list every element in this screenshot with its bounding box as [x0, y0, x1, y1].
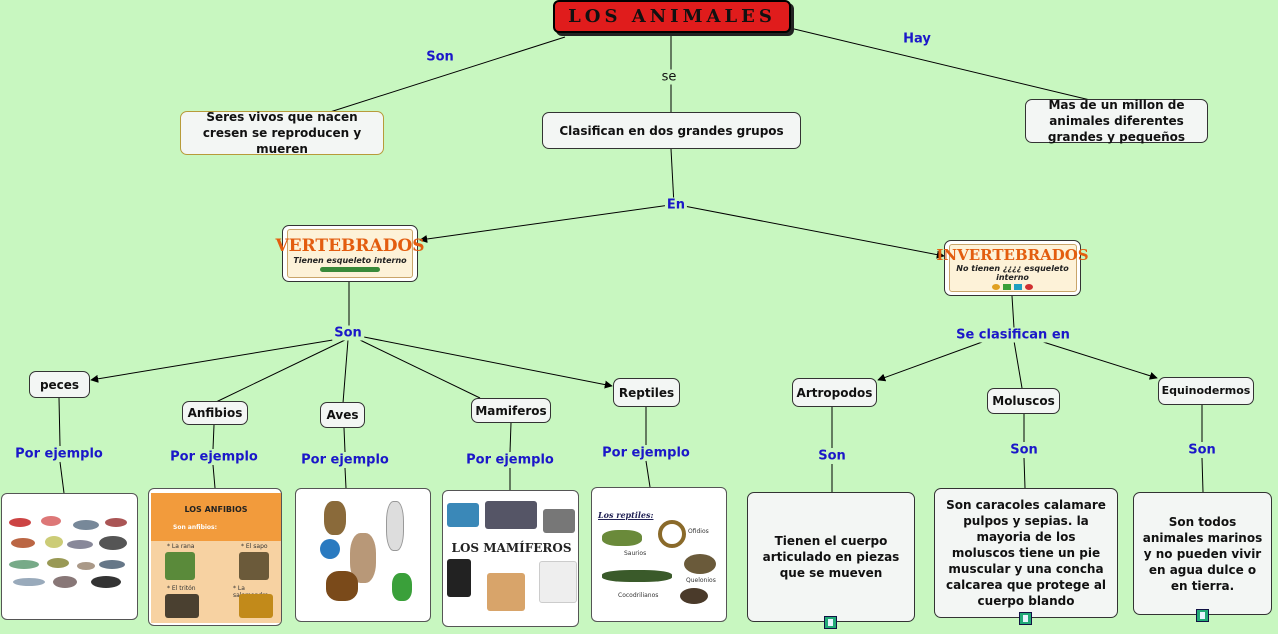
- link-label-son-moluscos: Son: [1008, 442, 1040, 458]
- reptiles-item-saurios: Saurios: [624, 550, 647, 557]
- node-artropodos-desc-text: Tienen el cuerpo articulado en piezas qu…: [762, 534, 900, 580]
- cow-icon: [485, 501, 537, 529]
- link-label-se-clasifican: Se clasifican en: [954, 327, 1072, 343]
- link-label-son-vertebrados: Son: [332, 325, 364, 341]
- bat-icon: [447, 559, 471, 597]
- link-label-por-ejemplo-anfibios: Por ejemplo: [168, 449, 260, 465]
- node-peces-text: peces: [39, 377, 80, 392]
- reptiles-image[interactable]: Los reptiles: Saurios Ofidios Quelonios …: [591, 487, 727, 622]
- invertebrados-subtitle: No tienen ¿¿¿¿ esqueleto interno: [956, 264, 1069, 282]
- snake-icon: [658, 520, 686, 548]
- film-icon-moluscos[interactable]: [1019, 612, 1032, 625]
- toad-icon: [239, 552, 269, 580]
- node-vertebrados[interactable]: VERTEBRADOS Tienen esqueleto interno: [275, 225, 425, 282]
- node-aves-text: Aves: [326, 408, 359, 422]
- aves-image[interactable]: [295, 488, 431, 622]
- reptiles-image-title: Los reptiles:: [598, 510, 654, 520]
- tortoise-icon: [680, 588, 708, 604]
- crocodile-icon: [320, 266, 380, 272]
- kingfisher-icon: [320, 539, 340, 559]
- node-seres-vivos[interactable]: Seres vivos que nacen cresen se reproduc…: [180, 110, 384, 156]
- link-label-por-ejemplo-aves: Por ejemplo: [299, 452, 391, 468]
- node-equinodermos-desc-text: Son todos animales marinos y no pueden v…: [1142, 514, 1263, 593]
- stork-icon: [386, 501, 404, 551]
- film-icon-equinodermos[interactable]: [1196, 609, 1209, 622]
- parrot-icon: [392, 573, 412, 601]
- node-moluscos-desc[interactable]: Son caracoles calamare pulpos y sepias. …: [934, 488, 1118, 618]
- newt-icon: [165, 594, 199, 618]
- salamander-icon: [239, 594, 273, 618]
- node-peces[interactable]: peces: [29, 371, 90, 398]
- node-mamiferos[interactable]: Mamiferos: [471, 398, 551, 423]
- bird-icon: [324, 501, 346, 535]
- node-artropodos-desc[interactable]: Tienen el cuerpo articulado en piezas qu…: [747, 492, 915, 622]
- anfibios-image-title: LOS ANFIBIOS: [184, 505, 248, 514]
- node-moluscos-desc-text: Son caracoles calamare pulpos y sepias. …: [945, 498, 1107, 608]
- bee-icon: [992, 284, 1000, 290]
- node-seres-vivos-text: Seres vivos que nacen cresen se reproduc…: [202, 110, 362, 156]
- node-equinodermos[interactable]: Equinodermos: [1158, 377, 1254, 405]
- reptiles-item-ofidios: Ofidios: [688, 528, 709, 535]
- link-label-son-equinodermos: Son: [1186, 442, 1218, 458]
- invertebrados-image: INVERTEBRADOS No tienen ¿¿¿¿ esqueleto i…: [936, 244, 1089, 292]
- node-clasifican[interactable]: Clasifican en dos grandes grupos: [542, 112, 801, 149]
- vertebrados-image: VERTEBRADOS Tienen esqueleto interno: [275, 229, 425, 278]
- film-icon-artropodos[interactable]: [824, 616, 837, 629]
- crab-icon: [1025, 284, 1033, 290]
- node-aves[interactable]: Aves: [320, 402, 365, 428]
- anfibios-item-triton: * El tritón: [167, 585, 196, 592]
- reptiles-item-cocodrilianos: Cocodrilianos: [618, 592, 659, 599]
- mamiferos-image[interactable]: LOS MAMÍFEROS: [442, 490, 579, 627]
- rabbit-icon: [487, 573, 525, 611]
- node-moluscos[interactable]: Moluscos: [987, 388, 1060, 414]
- link-label-por-ejemplo-mamiferos: Por ejemplo: [464, 452, 556, 468]
- link-label-por-ejemplo-reptiles: Por ejemplo: [600, 445, 692, 461]
- polar-bear-icon: [539, 561, 577, 603]
- eagle-icon: [326, 571, 358, 601]
- link-label-en: En: [664, 197, 688, 213]
- link-label-son-artropodos: Son: [816, 448, 848, 464]
- starfish-icon: [1014, 284, 1022, 290]
- node-equinodermos-desc[interactable]: Son todos animales marinos y no pueden v…: [1133, 492, 1272, 615]
- zebra-icon: [543, 509, 575, 533]
- anfibios-item-rana: * La rana: [167, 543, 195, 550]
- vertebrados-title: VERTEBRADOS: [275, 235, 425, 256]
- node-millon[interactable]: Mas de un millon de animales diferentes …: [1025, 98, 1208, 144]
- anfibios-item-sapo: * El sapo: [241, 543, 268, 550]
- anfibios-image-sub: Son anfibios:: [173, 524, 218, 531]
- link-label-hay: Hay: [901, 31, 933, 47]
- node-anfibios[interactable]: Anfibios: [182, 401, 248, 425]
- node-anfibios-text: Anfibios: [187, 406, 243, 420]
- frog-icon: [165, 552, 195, 580]
- reptiles-item-quelonios: Quelonios: [686, 577, 716, 584]
- insect-icon: [1003, 284, 1011, 290]
- crocodile-icon: [602, 570, 672, 582]
- dolphin-icon: [447, 503, 479, 527]
- title-text: LOS ANIMALES: [568, 6, 776, 27]
- mamiferos-image-title: LOS MAMÍFEROS: [451, 541, 572, 555]
- node-clasifican-text: Clasifican en dos grandes grupos: [559, 123, 784, 138]
- lizard-icon: [602, 530, 642, 546]
- node-equinodermos-text: Equinodermos: [1161, 384, 1251, 397]
- turtle-icon: [684, 554, 716, 574]
- node-millon-text: Mas de un millon de animales diferentes …: [1047, 98, 1186, 144]
- node-artropodos-text: Artropodos: [796, 385, 873, 400]
- node-invertebrados[interactable]: INVERTEBRADOS No tienen ¿¿¿¿ esqueleto i…: [936, 240, 1089, 296]
- node-mamiferos-text: Mamiferos: [475, 403, 547, 418]
- link-label-por-ejemplo-peces: Por ejemplo: [13, 446, 105, 462]
- anfibios-image[interactable]: LOS ANFIBIOS Son anfibios: * La rana * E…: [148, 488, 282, 626]
- node-reptiles-text: Reptiles: [618, 385, 675, 400]
- vertebrados-subtitle: Tienen esqueleto interno: [293, 255, 407, 265]
- invertebrados-title: INVERTEBRADOS: [936, 246, 1089, 264]
- node-artropodos[interactable]: Artropodos: [792, 378, 877, 407]
- node-reptiles[interactable]: Reptiles: [613, 378, 680, 407]
- node-moluscos-text: Moluscos: [992, 394, 1055, 408]
- title-node[interactable]: LOS ANIMALES: [553, 0, 791, 33]
- link-label-son-top: Son: [424, 49, 456, 65]
- link-label-se: se: [659, 69, 679, 85]
- peces-image[interactable]: [1, 493, 138, 620]
- fish-collection-icon: [7, 514, 133, 594]
